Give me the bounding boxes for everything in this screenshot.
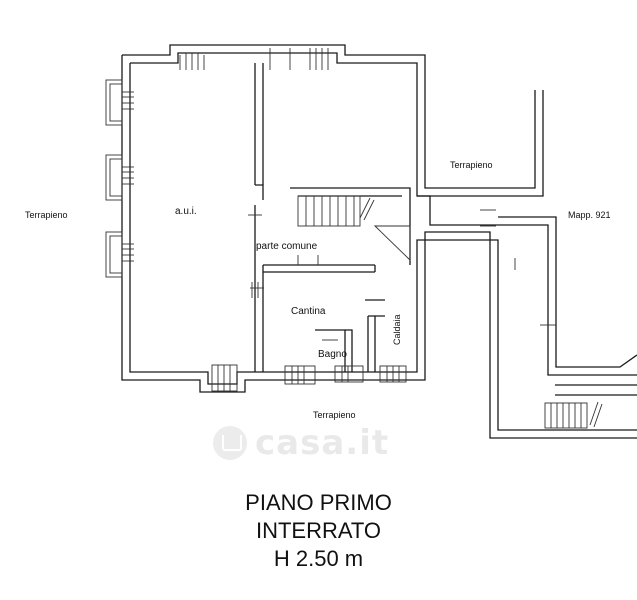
door-marks [248,209,556,341]
label-mappale: Mapp. 921 [568,210,611,220]
label-terrapieno-top: Terrapieno [450,160,493,170]
windows [105,48,407,392]
room-label-parte-comune: parte comune [256,241,318,252]
label-terrapieno-left: Terrapieno [25,210,68,220]
room-label-cantina: Cantina [291,306,326,317]
room-label-aui: a.u.i. [175,206,197,217]
plan-height-label: H 2.50 m [273,546,364,571]
room-label-caldaia: Caldaia [392,314,402,345]
plan-title-line2: INTERRATO [255,518,382,543]
outer-walls [121,44,637,439]
room-label-bagno: Bagno [318,349,347,360]
exterior-stair [544,401,603,429]
staircase [297,195,411,262]
plan-title-line1: PIANO PRIMO [245,490,392,515]
casa-logo-icon [213,426,247,460]
watermark: casa.it [213,418,433,468]
label-terrapieno-bottom: Terrapieno [313,410,356,420]
watermark-text: casa.it [255,423,390,463]
interior-walls [254,63,490,372]
